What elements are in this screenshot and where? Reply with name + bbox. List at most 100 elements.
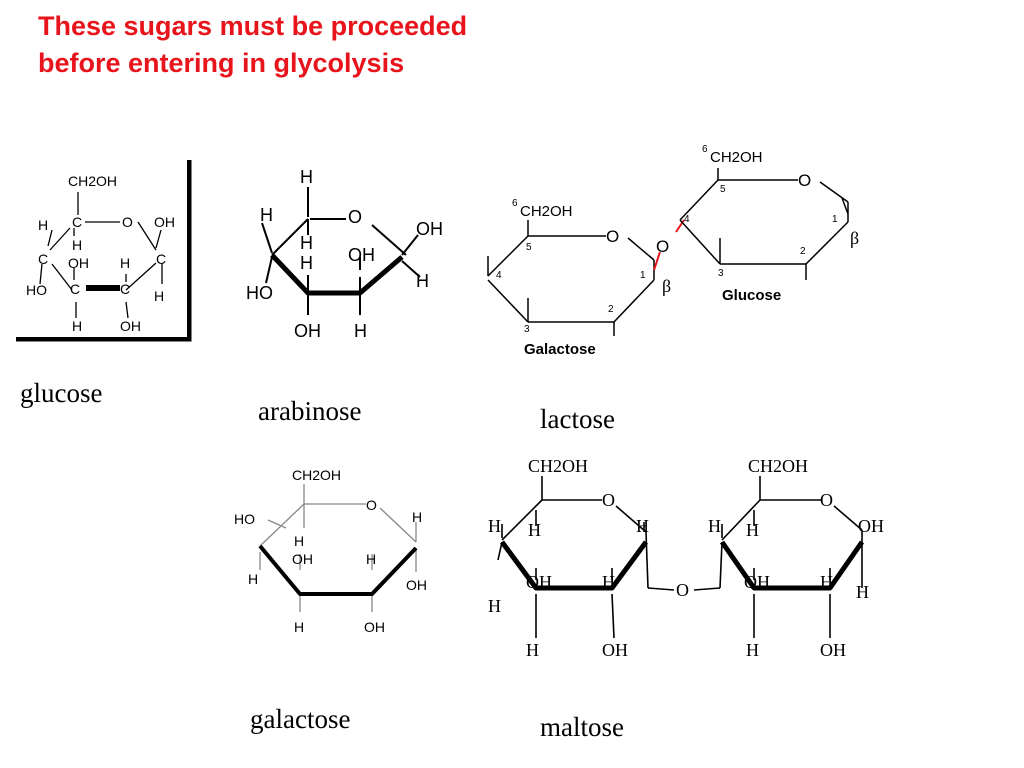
arabinose-atom-6: H: [300, 253, 313, 273]
galactose-atom-4: H: [412, 509, 422, 525]
galactose-atom-7: H: [366, 551, 376, 567]
maltose-right-atom-6: OH: [744, 572, 770, 592]
maltose-left-atom-4: H: [488, 516, 501, 536]
maltose-right-atom-7: H: [820, 572, 833, 592]
arabinose-caption: arabinose: [258, 396, 362, 426]
slide-title: These sugars must be proceeded before en…: [38, 8, 638, 82]
arabinose-atom-2: H: [260, 205, 273, 225]
galactose-atom-3: O: [366, 497, 377, 513]
lactose-glc-c3: 3: [718, 268, 724, 279]
maltose-bridge-oxygen: O: [676, 580, 689, 600]
maltose-left-atom-1: CH2OH: [528, 456, 588, 476]
maltose-right-atom-3: OH: [858, 516, 884, 536]
maltose-right-atom-4: H: [708, 516, 721, 536]
maltose-right-atom-8: H: [856, 582, 869, 602]
arabinose-bonds: [261, 187, 421, 315]
arabinose-atom-5: H: [300, 233, 313, 253]
arabinose-atom-10: OH: [294, 321, 321, 341]
lactose-gal-c1: 1: [640, 270, 646, 281]
lactose-gal-c2: 2: [608, 304, 614, 315]
glucose-atom-12: C: [120, 281, 130, 297]
arabinose-atom-11: H: [354, 321, 367, 341]
maltose-left-atom-9: H: [526, 640, 539, 660]
glucose-atom-9: OH: [68, 255, 89, 271]
arabinose-atom-7: OH: [348, 245, 375, 265]
galactose-atom-1: CH2OH: [292, 467, 341, 483]
lactose-red-bond-2: [675, 219, 685, 233]
maltose-left-atom-7: H: [602, 572, 615, 592]
lactose-gal-c6-group: CH2OH: [520, 203, 573, 220]
glucose-atom-10: H: [120, 255, 130, 271]
lactose-gal-c4: 4: [496, 270, 502, 281]
lactose-structure: 6 CH2OH O 1 2 3 4 5 β O Galactose 6 CH2O…: [487, 144, 859, 358]
galactose-atom-10: H: [294, 619, 304, 635]
galactose-atom-2: HO: [234, 511, 255, 527]
maltose-left-atom-6: OH: [526, 572, 552, 592]
maltose-left-atom-5: H: [528, 520, 541, 540]
glucose-atom-15: H: [72, 318, 82, 334]
glucose-atom-3: O: [122, 214, 133, 230]
lactose-glc-c1: 1: [832, 214, 838, 225]
arabinose-atom-4: OH: [416, 219, 443, 239]
lactose-glc-c6-number: 6: [702, 144, 708, 155]
maltose-right-atom-9: H: [746, 640, 759, 660]
glucose-atom-2: C: [72, 214, 82, 230]
lactose-galactose-bonds: [487, 220, 655, 336]
arabinose-atom-8: H: [416, 271, 429, 291]
lactose-gal-ring-oxygen: O: [606, 227, 619, 246]
galactose-atom-8: H: [248, 571, 258, 587]
galactose-bonds: [259, 484, 417, 612]
lactose-glc-c6-group: CH2OH: [710, 149, 763, 166]
title-line-1: These sugars must be proceeded: [38, 11, 468, 41]
lactose-gal-c6-number: 6: [512, 198, 518, 209]
lactose-glc-c5: 5: [720, 184, 726, 195]
galactose-bold-bonds: [258, 544, 418, 596]
glucose-bonds: [39, 192, 163, 319]
maltose-bonds: [497, 476, 863, 639]
galactose-structure: CH2OH HO O H H OH H H OH H OH: [234, 467, 427, 635]
lactose-beta-1: β: [662, 276, 671, 296]
lactose-glycosidic-oxygen: O: [656, 237, 669, 256]
lactose-galactose-label: Galactose: [524, 341, 596, 358]
lactose-caption: lactose: [540, 404, 615, 434]
glucose-frame-bottom: [16, 337, 192, 342]
lactose-glucose-bonds: [679, 168, 849, 280]
maltose-left-atom-2: O: [602, 490, 615, 510]
lactose-gal-c5: 5: [526, 242, 532, 253]
maltose-left-atom-8: H: [488, 596, 501, 616]
lactose-glc-c4: 4: [684, 214, 690, 225]
lactose-glucose-label: Glucose: [722, 287, 781, 304]
galactose-atom-9: OH: [406, 577, 427, 593]
glucose-atom-8: C: [156, 251, 166, 267]
galactose-atom-6: OH: [292, 551, 313, 567]
arabinose-bold-bonds: [270, 253, 404, 296]
galactose-atom-11: OH: [364, 619, 385, 635]
glucose-atom-7: C: [38, 251, 48, 267]
maltose-right-atom-2: O: [820, 490, 833, 510]
galactose-atom-5: H: [294, 533, 304, 549]
maltose-left-atom-10: OH: [602, 640, 628, 660]
glucose-atom-16: OH: [120, 318, 141, 334]
maltose-right-atom-1: CH2OH: [748, 456, 808, 476]
lactose-glc-c2: 2: [800, 246, 806, 257]
arabinose-structure: H H O OH H H OH H HO OH H: [246, 167, 443, 341]
lactose-beta-2: β: [850, 228, 859, 248]
arabinose-atom-3: O: [348, 207, 362, 227]
maltose-caption: maltose: [540, 712, 624, 742]
maltose-bold-bonds: [499, 540, 865, 591]
arabinose-atom-9: HO: [246, 283, 273, 303]
maltose-right-atom-5: H: [746, 520, 759, 540]
glucose-atom-4: H: [38, 217, 48, 233]
glucose-atom-13: H: [154, 288, 164, 304]
glucose-atom-14: HO: [26, 282, 47, 298]
maltose-structure: CH2OH O H H H OH H H H OH O CH2OH O OH H…: [488, 456, 884, 660]
glucose-atom-5: H: [72, 237, 82, 253]
title-line-2: before entering in glycolysis: [38, 48, 405, 78]
lactose-gal-c3: 3: [524, 324, 530, 335]
glucose-atom-11: C: [70, 281, 80, 297]
glucose-atom-6: OH: [154, 214, 175, 230]
glucose-atom-1: CH2OH: [68, 173, 117, 189]
glucose-structure: CH2OH C O H H OH C C OH H C C H HO H OH: [16, 160, 192, 342]
lactose-red-bond-1: [653, 251, 661, 271]
lactose-glc-ring-oxygen: O: [798, 171, 811, 190]
